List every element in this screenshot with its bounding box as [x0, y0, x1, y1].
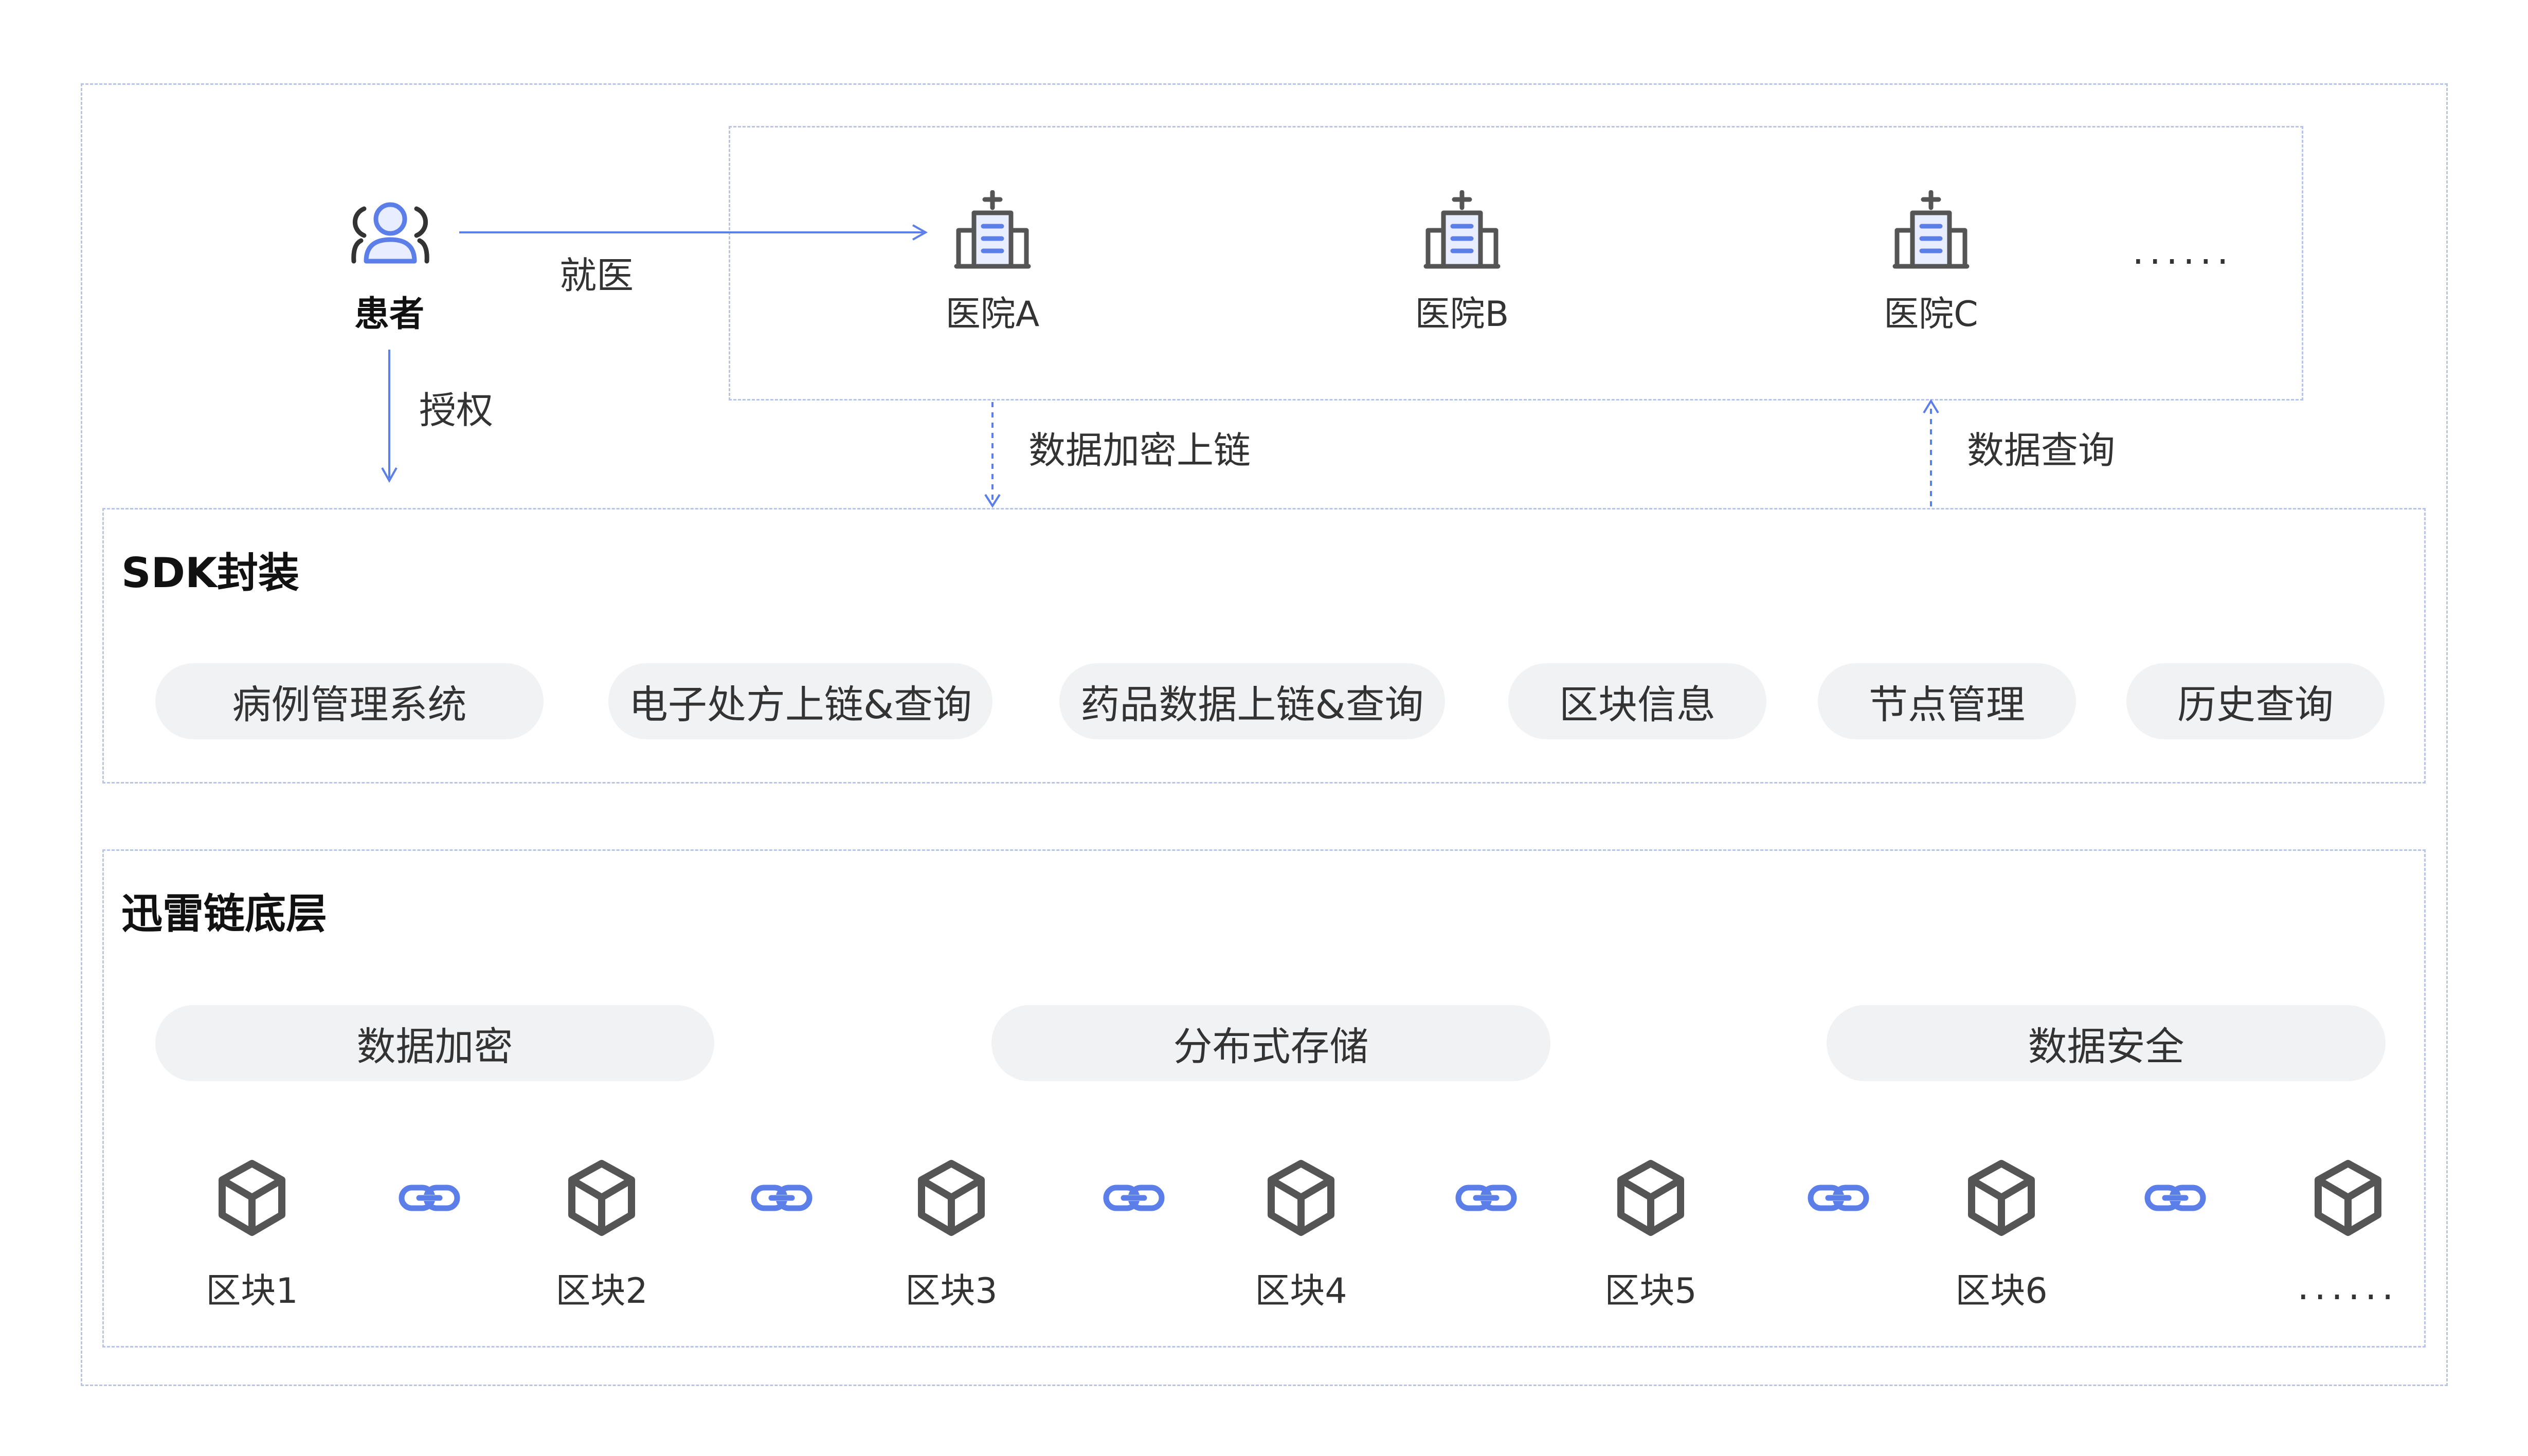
hospitals-frame	[729, 126, 2303, 401]
chain-link-icon	[751, 1182, 812, 1215]
hospital-icon	[1890, 190, 1972, 275]
block-label: 区块5	[1604, 1271, 1697, 1312]
block-cube-icon	[1965, 1159, 2037, 1239]
chain-link-icon	[1455, 1182, 1517, 1215]
block-label: 区块3	[905, 1271, 998, 1312]
block-cube-icon	[1265, 1159, 1337, 1239]
sdk-module-pill: 病例管理系统	[155, 663, 544, 739]
authorize-arrowhead	[381, 467, 398, 483]
patient-label: 患者	[354, 294, 425, 335]
visit-label: 就医	[559, 254, 634, 297]
chain-feature-pill: 数据加密	[155, 1005, 714, 1081]
block-cube-icon	[2312, 1159, 2384, 1239]
chain-frame	[102, 849, 2426, 1348]
block-cube-icon	[915, 1159, 987, 1239]
patient-icon	[351, 202, 429, 264]
authorize-label: 授权	[419, 389, 494, 432]
chain-feature-pill: 分布式存储	[991, 1005, 1550, 1081]
hospital-label: 医院A	[945, 294, 1040, 335]
hospital-label: 医院C	[1884, 294, 1978, 335]
encrypt-arrowhead	[984, 494, 1001, 508]
chain-link-icon	[399, 1182, 460, 1215]
encrypt-upload-label: 数据加密上链	[1028, 429, 1251, 472]
sdk-frame	[102, 508, 2426, 784]
block-cube-icon	[566, 1159, 638, 1239]
hospital-icon	[1421, 190, 1503, 275]
block-cube-icon	[1615, 1159, 1687, 1239]
visit-arrowhead	[912, 224, 928, 241]
blocks-more-ellipsis: ......	[2297, 1265, 2399, 1308]
block-label: 区块6	[1955, 1271, 2048, 1312]
block-label: 区块4	[1255, 1271, 1347, 1312]
sdk-module-pill: 历史查询	[2126, 663, 2385, 739]
query-label: 数据查询	[1967, 429, 2116, 472]
chain-link-icon	[1808, 1182, 1869, 1215]
block-label: 区块2	[555, 1271, 648, 1312]
hospital-icon	[951, 190, 1034, 275]
sdk-module-pill: 节点管理	[1818, 663, 2076, 739]
hospital-more-ellipsis: ......	[2132, 229, 2234, 272]
hospital-label: 医院B	[1415, 294, 1509, 335]
block-cube-icon	[216, 1159, 288, 1239]
block-label: 区块1	[206, 1271, 298, 1312]
chain-title: 迅雷链底层	[121, 890, 327, 938]
chain-feature-pill: 数据安全	[1827, 1005, 2386, 1081]
sdk-module-pill: 药品数据上链&查询	[1059, 663, 1445, 739]
sdk-title: SDK封装	[121, 549, 300, 597]
sdk-module-pill: 电子处方上链&查询	[608, 663, 992, 739]
chain-link-icon	[2144, 1182, 2206, 1215]
outer-frame	[81, 83, 2448, 1386]
sdk-module-pill: 区块信息	[1508, 663, 1766, 739]
query-arrowhead	[1923, 399, 1939, 414]
chain-link-icon	[1103, 1182, 1165, 1215]
